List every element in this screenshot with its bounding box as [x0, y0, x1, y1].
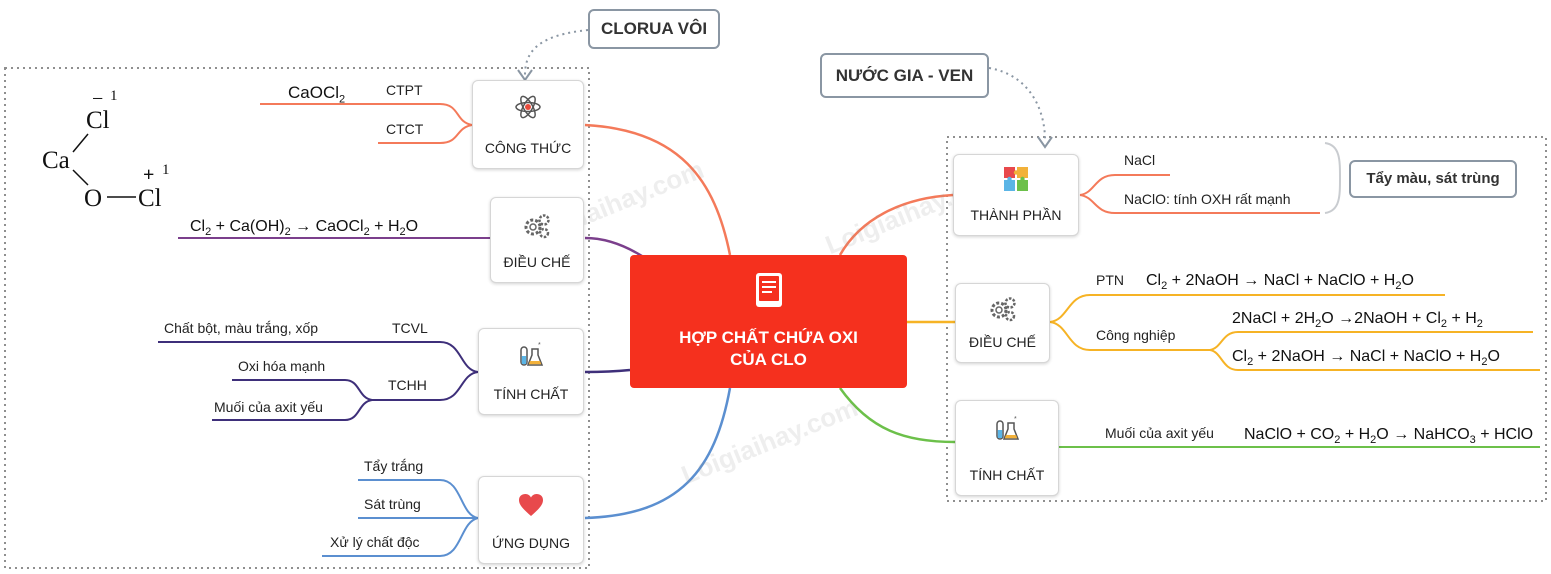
equation-dieu-che-left: Cl2 + Ca(OH)2 → CaOCl2 + H2O: [190, 218, 419, 239]
text-xu-ly: Xử lý chất độc: [330, 534, 420, 550]
callout-right-arrow: [988, 67, 1046, 141]
line-tchh: [372, 371, 479, 401]
label-ptn: PTN: [1096, 272, 1124, 288]
gears-icon: [524, 214, 550, 239]
center-title-line2: CỦA CLO: [730, 350, 807, 369]
node-tinh-chat-right[interactable]: * TÍNH CHẤT: [955, 400, 1059, 496]
flask-icon: *: [996, 416, 1020, 440]
callout-left-arrowhead: [517, 69, 533, 82]
branch-cong-thuc: [584, 123, 732, 256]
node-label: TÍNH CHẤT: [493, 386, 569, 402]
text-sat-trung: Sát trùng: [364, 496, 421, 512]
text-muoi-axit-yeu-right: Muối của axit yếu: [1105, 425, 1214, 441]
node-dieu-che-right[interactable]: ĐIỀU CHẾ: [955, 283, 1050, 363]
svg-text:*: *: [1014, 416, 1017, 423]
node-cong-thuc[interactable]: CÔNG THỨC: [472, 80, 584, 169]
flask-icon: *: [520, 342, 544, 366]
node-tinh-chat-left[interactable]: * TÍNH CHẤT: [478, 328, 584, 415]
atom-icon: [515, 95, 541, 119]
line-ctpt: [260, 103, 473, 126]
node-label: TÍNH CHẤT: [969, 467, 1045, 483]
equation-cong-nghiep-2: Cl2 + 2NaOH → NaCl + NaClO + H2O: [1232, 348, 1500, 369]
line-eq2: [1209, 331, 1533, 351]
central-topic[interactable]: HỢP CHẤT CHỨA OXI CỦA CLO: [630, 255, 907, 388]
callout-right-arrowhead: [1037, 136, 1053, 149]
bond-ca-cl: [72, 133, 89, 153]
text-naclo: NaClO: tính OXH rất mạnh: [1124, 191, 1291, 207]
line-cong-nghiep: [1049, 321, 1210, 351]
callout-left-arrow: [524, 29, 589, 76]
branch-dieu-che-left: [584, 236, 646, 260]
node-label: CÔNG THỨC: [484, 140, 572, 156]
gears-icon: [990, 297, 1016, 322]
line-nacl: [1079, 174, 1170, 196]
node-thanh-phan[interactable]: THÀNH PHẦN: [953, 154, 1079, 236]
heart-icon: [519, 494, 543, 516]
bond-ca-o: [72, 169, 89, 186]
book-icon: [756, 273, 782, 307]
node-label: THÀNH PHẦN: [970, 207, 1062, 223]
text-nacl: NaCl: [1124, 152, 1156, 168]
label-ctpt: CTPT: [386, 82, 423, 98]
branch-tinh-chat-right: [838, 387, 956, 444]
puzzle-icon: [1004, 167, 1028, 191]
formula-caocl2: CaOCl2: [288, 83, 346, 106]
line-naclo: [1079, 194, 1320, 214]
branch-tinh-chat-left: [584, 368, 631, 374]
line-muoi: [212, 399, 373, 421]
callout-clorua-voi: CLORUA VÔI: [588, 9, 720, 49]
node-ung-dung[interactable]: ỨNG DỤNG: [478, 476, 584, 564]
label-ctct: CTCT: [386, 121, 424, 137]
callout-nuoc-gia-ven: NƯỚC GIA - VEN: [820, 53, 989, 98]
branch-thanh-phan: [838, 193, 954, 256]
right-frame: [946, 136, 1547, 502]
node-label: ỨNG DỤNG: [491, 535, 571, 551]
callout-tay-mau: Tẩy màu, sát trùng: [1349, 160, 1517, 198]
label-tchh: TCHH: [388, 377, 427, 393]
text-oxi-hoa: Oxi hóa mạnh: [238, 358, 326, 374]
label-tcvl: TCVL: [392, 320, 428, 336]
line-ptn: [1049, 294, 1445, 323]
center-title-line1: HỢP CHẤT CHỨA OXI: [679, 328, 858, 347]
text-chat-bot: Chất bột, màu trắng, xốp: [164, 320, 319, 336]
line-eq3: [1209, 349, 1540, 371]
svg-text:*: *: [538, 342, 541, 349]
equation-cong-nghiep-1: 2NaCl + 2H2O →2NaOH + Cl2 + H2: [1232, 310, 1483, 331]
node-label: ĐIỀU CHẾ: [503, 254, 571, 270]
line-xu-ly: [322, 517, 479, 557]
label-cong-nghiep: Công nghiệp: [1096, 327, 1176, 343]
line-tcvl: [158, 341, 479, 373]
line-ctct: [378, 124, 473, 144]
node-dieu-che-left[interactable]: ĐIỀU CHẾ: [490, 197, 584, 283]
branch-ung-dung: [584, 387, 732, 520]
equation-ptn: Cl2 + 2NaOH → NaCl + NaClO + H2O: [1146, 272, 1414, 293]
node-label: ĐIỀU CHẾ: [969, 334, 1036, 350]
line-oxi-hoa: [232, 379, 373, 401]
text-tay-trang: Tẩy trắng: [364, 458, 424, 474]
text-muoi-axit-yeu: Muối của axit yếu: [214, 399, 323, 415]
equation-tinh-chat-right: NaClO + CO2 + H2O → NaHCO3 + HClO: [1244, 426, 1534, 447]
left-frame: [4, 67, 590, 569]
line-tay-trang: [358, 479, 479, 519]
bracket: [1324, 142, 1341, 214]
